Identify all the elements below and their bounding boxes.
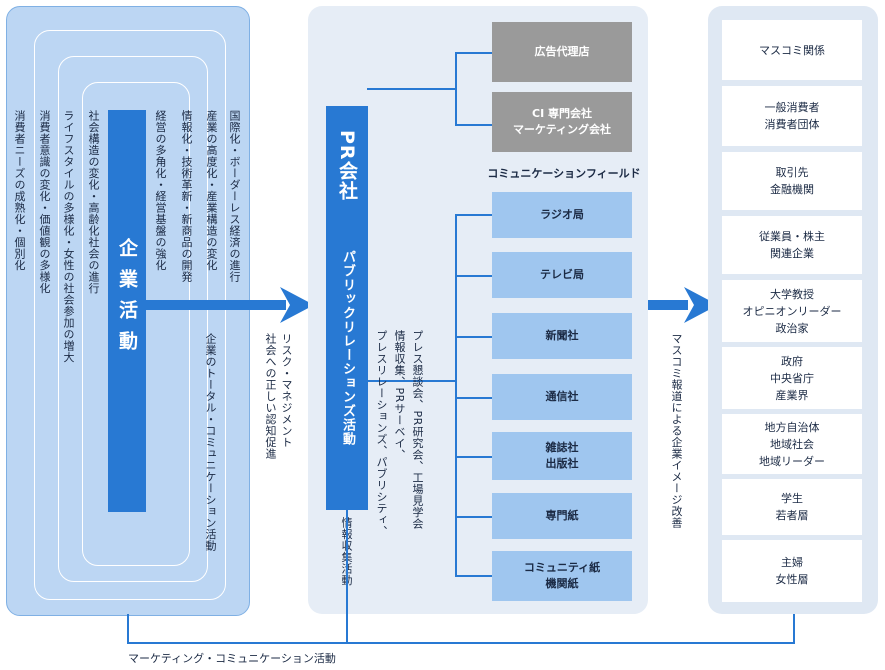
- connector-gray-top: [455, 52, 492, 54]
- bottom-line: [127, 642, 795, 644]
- target-local-community: 地方自治体 地域社会 地域リーダー: [722, 414, 862, 474]
- connector-newspaper: [455, 336, 492, 338]
- connector-magazine: [455, 456, 492, 458]
- marketing-communication-label: マーケティング・コミュニケーション活動: [128, 652, 336, 665]
- left-text-5: 社会構造の変化・高齢化社会の進行: [87, 110, 100, 294]
- target-mass-media: マスコミ関係: [722, 20, 862, 80]
- service-text-1: プレス懇談会、PR研究会、工場見学会: [411, 330, 424, 530]
- communication-field-label: コミュニケーションフィールド: [487, 167, 641, 180]
- pr-activity-label: パブリックリレーションズ活動: [340, 250, 355, 446]
- left-text-8: 消費者ニーズの成熟化・個別化: [13, 110, 26, 271]
- target-business-partners: 取引先 金融機関: [722, 152, 862, 210]
- connector-gray-stub: [367, 88, 457, 90]
- radio-station-box: ラジオ局: [492, 192, 632, 238]
- service-text-3: プレスリレーションズ、パブリシティ、: [375, 330, 388, 537]
- target-housewives: 主婦 女性層: [722, 540, 862, 602]
- trade-paper-box: 専門紙: [492, 493, 632, 539]
- bottom-line-center-drop: [346, 510, 348, 644]
- bottom-line-left-drop: [127, 614, 129, 644]
- connector-news-agency: [455, 397, 492, 399]
- arrow-2-head: [684, 287, 718, 323]
- left-text-2: 産業の高度化・産業構造の変化: [205, 110, 218, 271]
- newspaper-box: 新聞社: [492, 313, 632, 359]
- bottom-line-right-drop: [793, 614, 795, 644]
- left-text-4: 経営の多角化・経営基盤の強化: [154, 110, 167, 271]
- connector-blue-stub: [367, 380, 457, 382]
- left-text-1: 国際化・ボーダーレス経済の進行: [228, 110, 241, 283]
- tv-station-box: テレビ局: [492, 252, 632, 298]
- connector-community-paper: [455, 575, 492, 577]
- target-consumers: 一般消費者 消費者団体: [722, 86, 862, 146]
- community-paper-box: コミュニティ紙 機関紙: [492, 551, 632, 601]
- arrow2-label: マスコミ報道による企業イメージ改善: [670, 333, 683, 529]
- connector-gray-bottom: [455, 124, 492, 126]
- target-opinion-leaders: 大学教授 オピニオンリーダー 政治家: [722, 280, 862, 342]
- ring-2: [58, 56, 208, 582]
- news-agency-box: 通信社: [492, 374, 632, 420]
- target-employees-shareholders: 従業員・株主 関連企業: [722, 216, 862, 274]
- arrow-1-head: [280, 287, 314, 323]
- target-government: 政府 中央省庁 産業界: [722, 347, 862, 409]
- pr-company-column: [326, 106, 368, 510]
- arrow-1-shaft: [146, 300, 286, 310]
- company-activity-bar: [108, 110, 146, 512]
- ring-3: [82, 82, 190, 566]
- company-activity-label: 企業活動: [116, 238, 138, 362]
- connector-trade-paper: [455, 516, 492, 518]
- ci-marketing-company-box: CI 専門会社 マーケティング会社: [492, 92, 632, 152]
- connector-tv: [455, 275, 492, 277]
- connector-blue-vertical: [455, 214, 457, 576]
- service-text-2: 情報収集、PRサーベイ、: [393, 330, 406, 461]
- connector-radio: [455, 214, 492, 216]
- arrow-2-shaft: [648, 300, 688, 310]
- left-text-7: 消費者意識の変化・価値観の多様化: [38, 110, 51, 294]
- ring-outer: [34, 30, 226, 600]
- arrow1-label-social-recognition: 社会への正しい認知促進: [264, 333, 277, 460]
- left-text-3: 情報化・技術革新・新商品の開発: [180, 110, 193, 283]
- arrow1-label-risk-management: リスク・マネジメント: [280, 333, 293, 448]
- pr-company-title: PR会社: [336, 130, 358, 201]
- left-text-6: ライフスタイルの多様化・女性の社会参加の増大: [62, 110, 75, 363]
- advertising-agency-box: 広告代理店: [492, 22, 632, 82]
- arrow1-label-total-communication: 企業のトータル・コミュニケーション活動: [204, 333, 217, 552]
- magazine-publisher-box: 雑誌社 出版社: [492, 432, 632, 480]
- target-students: 学生 若者層: [722, 479, 862, 535]
